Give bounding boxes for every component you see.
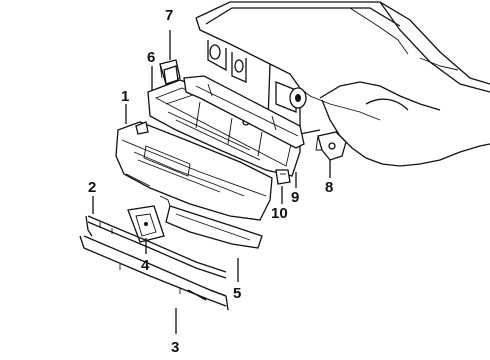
- callout-4: 4: [141, 257, 150, 274]
- reinforcement-part-9: [183, 75, 305, 149]
- vehicle-body-outline: [195, 1, 490, 167]
- license-bracket-part-4: [127, 205, 165, 243]
- bracket-part-7: [159, 59, 181, 85]
- clip-part-10: [275, 169, 291, 185]
- callout-6: 6: [147, 49, 155, 66]
- callout-9: 9: [291, 189, 299, 206]
- bumper-cover-part-1: [115, 121, 273, 221]
- lower-valance-part-5: [165, 205, 263, 249]
- leader-lines: [92, 30, 331, 334]
- callout-2: 2: [88, 179, 96, 196]
- bracket-part-8: [315, 131, 347, 161]
- callout-1: 1: [121, 88, 129, 105]
- molding-strip-part-3: [79, 235, 229, 311]
- callout-5: 5: [233, 285, 241, 302]
- molding-strip-part-2: [85, 215, 227, 279]
- callout-10: 10: [271, 205, 288, 222]
- callout-3: 3: [171, 339, 179, 356]
- callout-8: 8: [325, 179, 333, 196]
- callout-7: 7: [165, 7, 173, 24]
- callout-labels: 1 2 3 4 5 6 7 8 9 10: [88, 7, 333, 356]
